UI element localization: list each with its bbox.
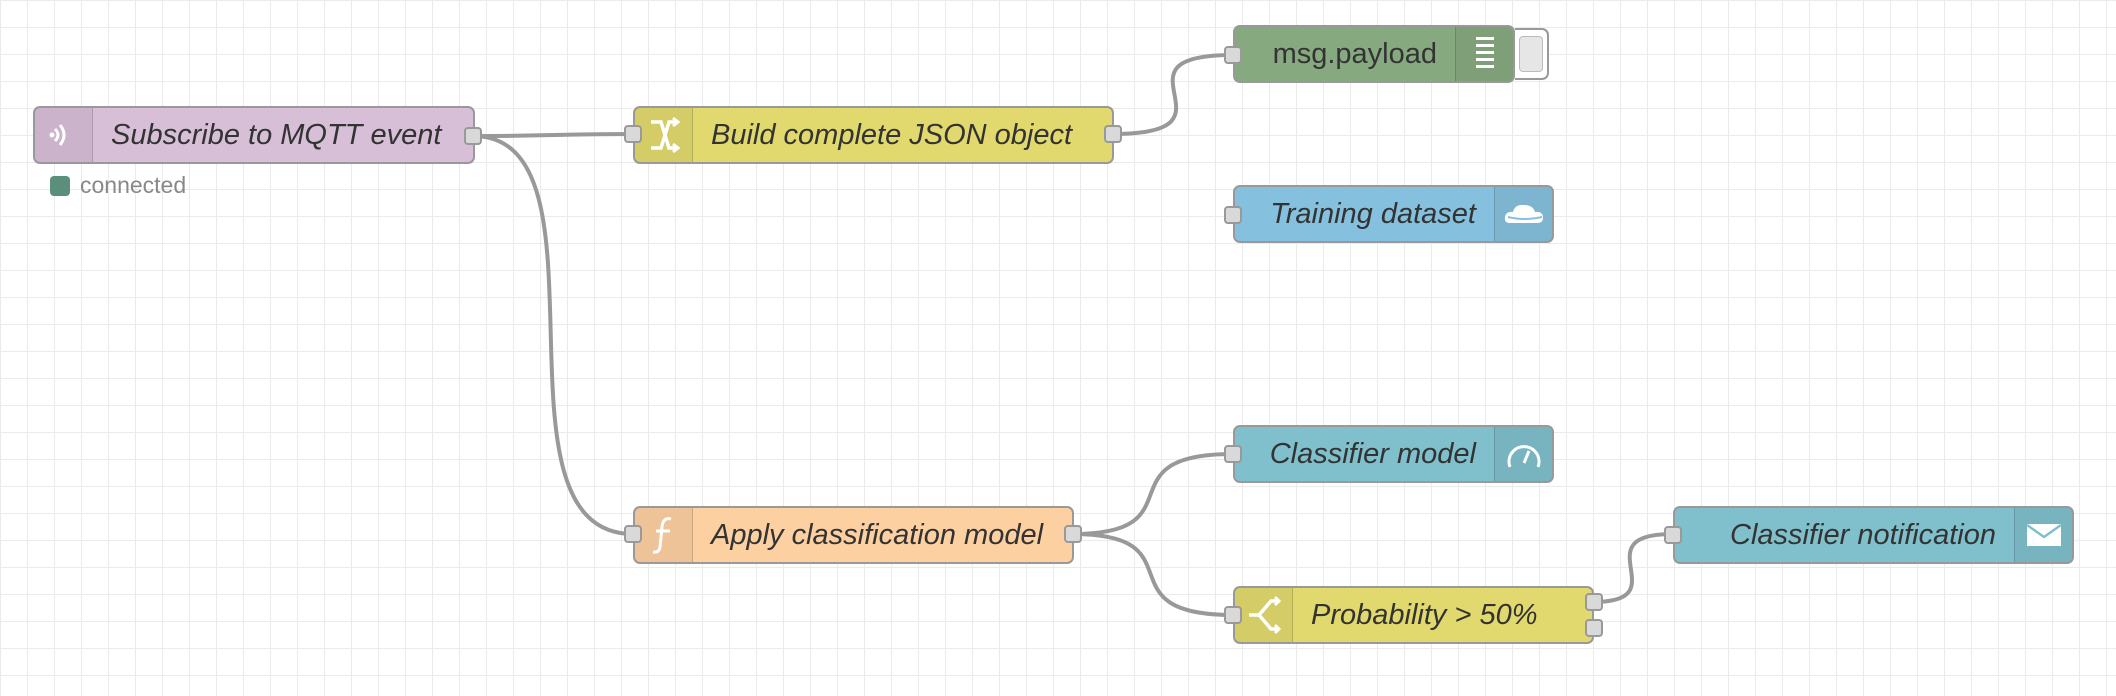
node-apply-model[interactable]: Apply classification model — [633, 506, 1074, 564]
envelope-icon — [2014, 508, 2072, 562]
node-label: Classifier model — [1269, 437, 1476, 470]
debug-icon — [1455, 27, 1513, 81]
cloud-icon — [1494, 187, 1552, 241]
node-label: Probability > 50% — [1311, 598, 1538, 631]
debug-toggle-button[interactable] — [1515, 28, 1549, 80]
input-port[interactable] — [624, 125, 642, 143]
input-port[interactable] — [1224, 445, 1242, 463]
output-port[interactable] — [464, 127, 482, 145]
node-label: Subscribe to MQTT event — [111, 118, 442, 151]
wire-apply-model-to-classifier-model — [1072, 452, 1234, 536]
input-port[interactable] — [624, 525, 642, 543]
wire-apply-model-to-probability — [1072, 532, 1234, 617]
input-port[interactable] — [1224, 606, 1242, 624]
node-classifier-notification[interactable]: Classifier notification — [1673, 506, 2074, 564]
node-training-dataset[interactable]: Training dataset — [1233, 185, 1554, 243]
output-port[interactable] — [1104, 125, 1122, 143]
node-classifier-model[interactable]: Classifier model — [1233, 425, 1554, 483]
mqtt-icon — [35, 108, 93, 162]
node-label: Apply classification model — [711, 518, 1044, 551]
status-indicator: connected — [50, 172, 186, 199]
gauge-icon — [1494, 427, 1552, 481]
input-port[interactable] — [1224, 206, 1242, 224]
wire-build-json-to-msg-payload — [1112, 53, 1234, 136]
input-port[interactable] — [1224, 46, 1242, 64]
output-port[interactable] — [1064, 525, 1082, 543]
wire-mqtt-to-build-json — [472, 132, 634, 138]
change-icon — [635, 108, 693, 162]
node-mqtt-in[interactable]: Subscribe to MQTT event — [33, 106, 475, 164]
input-port[interactable] — [1664, 526, 1682, 544]
output-port-2[interactable] — [1585, 619, 1603, 637]
node-build-json[interactable]: Build complete JSON object — [633, 106, 1114, 164]
node-label: Build complete JSON object — [711, 118, 1073, 151]
node-debug-msg-payload[interactable]: msg.payload — [1233, 25, 1515, 83]
function-icon — [635, 508, 693, 562]
node-label: msg.payload — [1272, 37, 1437, 70]
switch-icon — [1235, 588, 1293, 642]
status-text: connected — [80, 172, 187, 198]
debug-toggle-indicator — [1519, 36, 1543, 72]
node-label: Training dataset — [1270, 197, 1476, 230]
node-switch-probability[interactable]: Probability > 50% — [1233, 586, 1594, 644]
output-port-1[interactable] — [1585, 593, 1603, 611]
wire-mqtt-to-apply-model — [472, 134, 634, 536]
status-dot — [50, 175, 70, 196]
node-label: Classifier notification — [1730, 518, 1996, 551]
wire-probability-to-notification — [1592, 532, 1674, 604]
